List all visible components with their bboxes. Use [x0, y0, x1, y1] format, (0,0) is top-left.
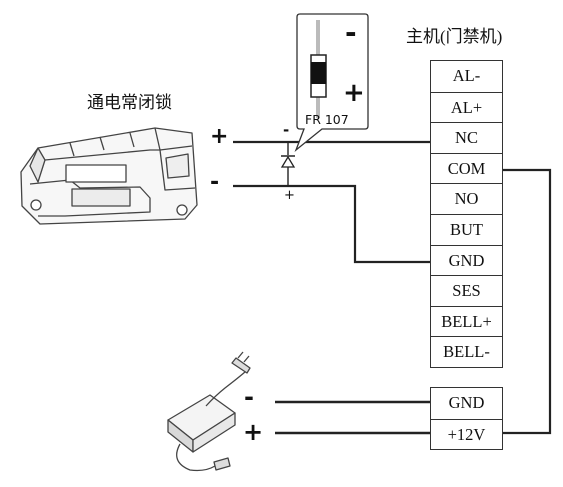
diode-callout-bubble	[294, 13, 369, 153]
lock-plus-label: +	[210, 124, 229, 149]
terminal-ses: SES	[431, 275, 502, 306]
controller-title: 主机(门禁机)	[406, 27, 503, 46]
terminal-but: BUT	[431, 213, 502, 245]
diode-symbol	[280, 155, 296, 168]
terminal-bell-minus: BELL-	[431, 336, 502, 367]
diode-callout-minus: -	[345, 16, 357, 49]
psu-plus-label: +	[243, 418, 264, 446]
wire-lock-minus-to-gnd	[233, 184, 430, 264]
diode-callout-plus: +	[343, 78, 365, 108]
terminal-power-12v: +12V	[431, 418, 502, 450]
power-terminal-block: GND +12V	[430, 387, 503, 451]
terminal-bell-plus: BELL+	[431, 305, 502, 337]
power-adapter-icon	[167, 351, 251, 472]
wire-com-to-12v	[503, 168, 552, 435]
diode-model-label: FR 107	[305, 112, 349, 127]
terminal-com: COM	[431, 152, 502, 184]
psu-minus-label: -	[244, 383, 254, 411]
lock-minus-label: -	[210, 170, 220, 195]
terminal-al-minus: AL-	[452, 66, 481, 85]
terminal-nc: NC	[431, 122, 502, 153]
controller-terminal-block: AL- AL+ NC COM NO BUT GND SES BELL+ BELL…	[430, 60, 503, 368]
diode-cathode-mark: -	[283, 121, 290, 139]
terminal-al-plus: AL+	[431, 91, 502, 123]
door-lock-icon	[20, 127, 198, 225]
terminal-gnd: GND	[431, 244, 502, 276]
terminal-power-gnd: GND	[448, 393, 485, 412]
diode-band-graphic	[311, 62, 326, 84]
lock-title: 通电常闭锁	[87, 93, 172, 112]
terminal-no: NO	[431, 183, 502, 214]
diode-anode-mark: +	[284, 188, 295, 203]
